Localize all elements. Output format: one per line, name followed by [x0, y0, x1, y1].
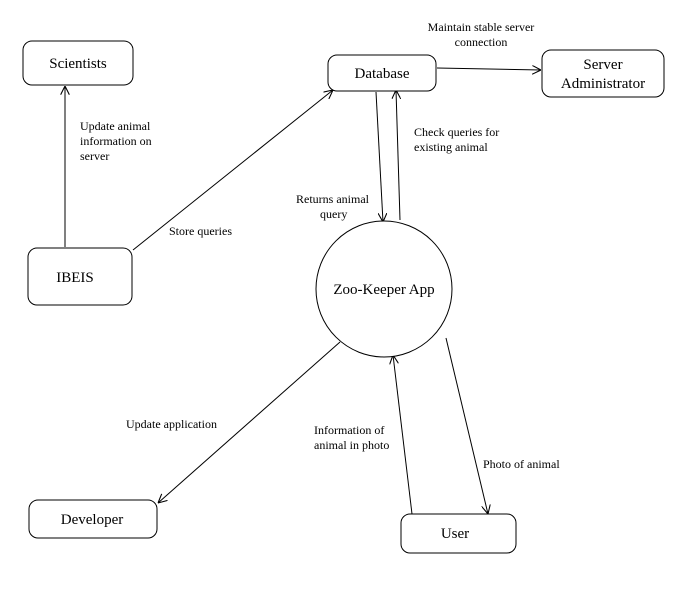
user-to-app-label-line1: Information of [314, 423, 384, 437]
server-admin-label-line1: Server [583, 57, 622, 73]
user-to-app-label-line2: animal in photo [314, 438, 389, 452]
edge-app-to-database [396, 90, 400, 221]
database-to-app-label-line1: Returns animal [296, 192, 370, 206]
server-admin-label-line2: Administrator [561, 76, 645, 92]
server-admin-box [541, 49, 665, 98]
app-to-database-label-line2: existing animal [414, 140, 488, 154]
zoo-keeper-app-label: Zoo-Keeper App [333, 282, 434, 298]
ibeis-to-scientists-label-line2: information on [80, 134, 152, 148]
user-label: User [441, 526, 469, 542]
ibeis-to-scientists-label-line1: Update animal [80, 119, 151, 133]
edge-app-to-user [445, 337, 488, 514]
developer-label: Developer [61, 512, 123, 528]
database-box [327, 54, 437, 92]
ibeis-box [27, 247, 133, 306]
ibeis-to-database-label: Store queries [169, 224, 232, 238]
app-to-user-label: Photo of animal [483, 457, 560, 471]
developer-box [28, 499, 158, 539]
database-to-app-label-line2: query [320, 207, 347, 221]
scientists-box [22, 40, 134, 86]
edge-user-to-app [393, 355, 413, 515]
zoo-keeper-app-circle [315, 220, 453, 358]
scientists-label: Scientists [49, 56, 107, 72]
user-box [400, 513, 517, 554]
edge-ibeis-to-database [132, 90, 333, 251]
app-to-database-label-line1: Check queries for [414, 125, 499, 139]
ibeis-label: IBEIS [56, 270, 94, 286]
edge-database-to-app [375, 91, 383, 222]
db-to-admin-label-line2: connection [455, 35, 508, 49]
edge-app-to-developer [158, 341, 341, 503]
database-label: Database [355, 66, 410, 82]
ibeis-to-scientists-label-line3: server [80, 149, 109, 163]
db-to-admin-label-line1: Maintain stable server [428, 20, 535, 34]
app-to-developer-label: Update application [126, 417, 217, 431]
edge-database-to-admin [436, 68, 541, 70]
